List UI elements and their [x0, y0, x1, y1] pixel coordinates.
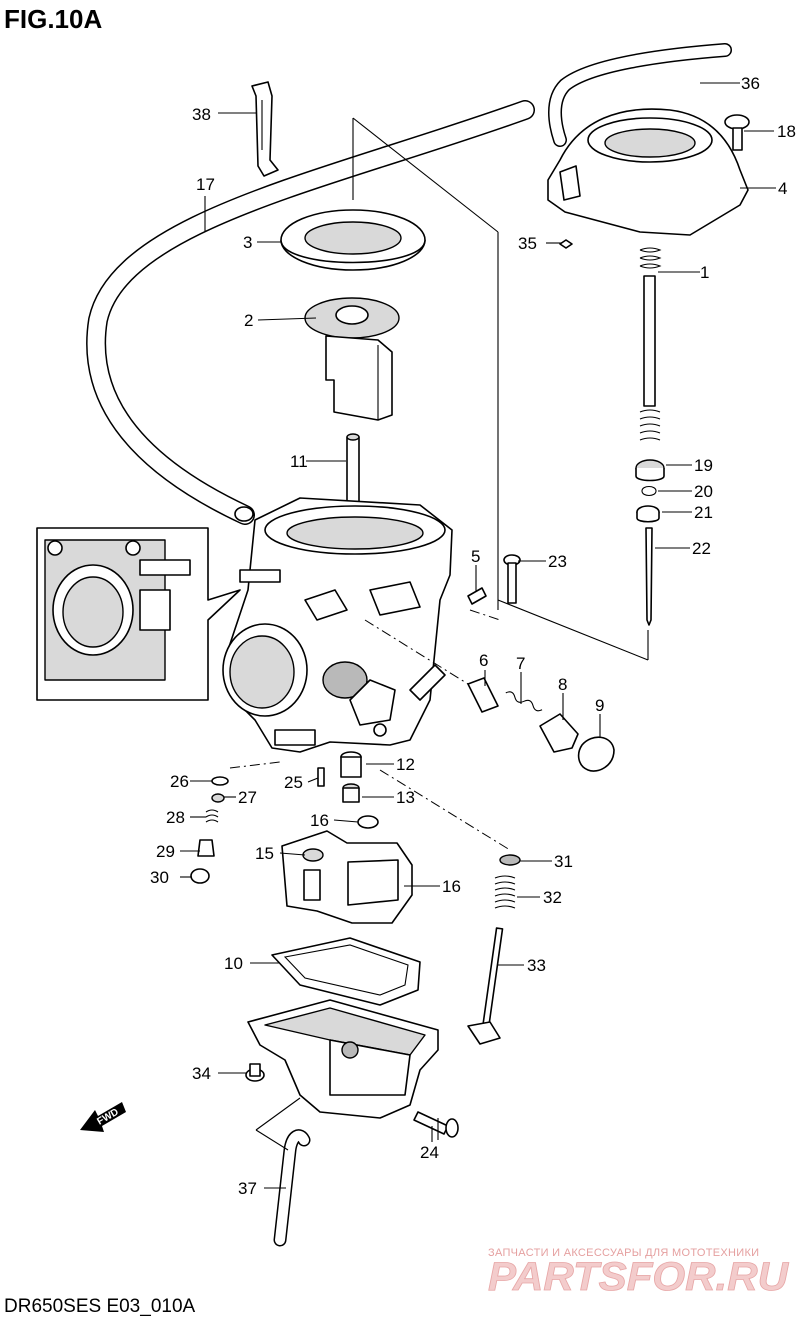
part-1-spring [639, 247, 662, 441]
part-31-o-ring [499, 854, 521, 866]
part-20-needle-ring [641, 485, 657, 497]
part-21-needle-washer [636, 505, 660, 523]
callout-37: 37 [238, 1179, 257, 1198]
callout-27: 27 [238, 788, 257, 807]
callout-16a: 16 [310, 811, 329, 830]
callout-32: 32 [543, 888, 562, 907]
part-13-main-jet [342, 783, 360, 803]
part-19-needle-holder [635, 459, 665, 482]
callout-16b: 16 [442, 877, 461, 896]
part-22-jet-needle [645, 527, 653, 626]
callout-28: 28 [166, 808, 185, 827]
inset-view [36, 527, 241, 701]
callout-1: 1 [700, 263, 709, 282]
callout-20: 20 [694, 482, 713, 501]
callout-17: 17 [196, 175, 215, 194]
part-29-screw [197, 839, 215, 857]
callout-36: 36 [741, 74, 760, 93]
callout-9: 9 [595, 696, 604, 715]
callout-10: 10 [224, 954, 243, 973]
part-32-spring [494, 875, 516, 909]
callout-22: 22 [692, 539, 711, 558]
part-23-starter-plunger [503, 554, 521, 604]
part-38-bracket [251, 81, 279, 177]
part-28-spring [205, 809, 219, 823]
part-30-plug [190, 868, 210, 884]
part-26-o-ring [211, 776, 229, 786]
part-35-e-ring [559, 239, 573, 249]
callout-7: 7 [516, 654, 525, 673]
callout-29: 29 [156, 842, 175, 861]
part-33-accel-pump-screw [467, 927, 504, 1045]
part-25-pilot-jet [317, 767, 325, 787]
callout-2: 2 [244, 311, 253, 330]
guide-lines [229, 117, 649, 1151]
part-12-main-jet-holder [340, 751, 362, 778]
callout-19: 19 [694, 456, 713, 475]
part-2-piston-valve [304, 297, 400, 421]
figure-title: FIG.10A [4, 4, 102, 34]
part-6-pilot-screw [467, 677, 499, 713]
callout-6: 6 [479, 651, 488, 670]
callout-25: 25 [284, 773, 303, 792]
figure-footer: DR650SES E03_010A [4, 1296, 196, 1317]
callout-8: 8 [558, 675, 567, 694]
part-4-top-cover [547, 108, 749, 236]
callout-18: 18 [777, 122, 796, 141]
part-5-throttle-stop-screw [467, 587, 487, 605]
callout-26: 26 [170, 772, 189, 791]
part-18-cover-screw [724, 114, 750, 151]
part-8-pilot-screw-washer [539, 713, 579, 753]
watermark-caption: ЗАПЧАСТИ И АКСЕССУАРЫ ДЛЯ МОТОТЕХНИКИ [488, 1247, 759, 1259]
fwd-arrow: FWD [80, 1102, 126, 1132]
part-34-drain-screw [245, 1063, 265, 1082]
callout-30: 30 [150, 868, 169, 887]
watermark-brand: PARTSFOR.RU [488, 1255, 789, 1299]
part-16-o-ring [357, 815, 379, 829]
fwd-label: FWD [95, 1107, 120, 1128]
part-9-pilot-screw-cap [577, 736, 615, 772]
carburetor-body [222, 497, 453, 753]
part-27-washer [211, 793, 225, 803]
part-7-pilot-screw-spring [505, 691, 543, 712]
part-36-vent-hose [548, 43, 732, 147]
callout-24: 24 [420, 1143, 439, 1162]
watermark: ЗАПЧАСТИ И АКСЕССУАРЫ ДЛЯ МОТОТЕХНИКИ PA… [488, 1247, 790, 1299]
callout-12: 12 [396, 755, 415, 774]
callout-21: 21 [694, 503, 713, 522]
callout-33: 33 [527, 956, 546, 975]
leader-lines [180, 82, 776, 1189]
part-15-16-float [281, 830, 413, 924]
callout-15: 15 [255, 844, 274, 863]
part-24-screw [413, 1111, 459, 1138]
callout-labels: 38 17 3 2 11 36 18 4 35 1 19 20 21 22 23… [150, 74, 796, 1198]
part-37-drain-hose [273, 1129, 311, 1247]
callout-35: 35 [518, 234, 537, 253]
part-17-hose [86, 100, 535, 525]
float-chamber [247, 999, 439, 1119]
callout-34: 34 [192, 1064, 211, 1083]
part-3-diaphragm [280, 209, 426, 271]
part-10-gasket [271, 937, 421, 1006]
callout-23: 23 [548, 552, 567, 571]
callout-13: 13 [396, 788, 415, 807]
callout-31: 31 [554, 852, 573, 871]
callout-38: 38 [192, 105, 211, 124]
callout-3: 3 [243, 233, 252, 252]
callout-5: 5 [471, 547, 480, 566]
callout-4: 4 [778, 179, 787, 198]
callout-11: 11 [290, 452, 308, 471]
